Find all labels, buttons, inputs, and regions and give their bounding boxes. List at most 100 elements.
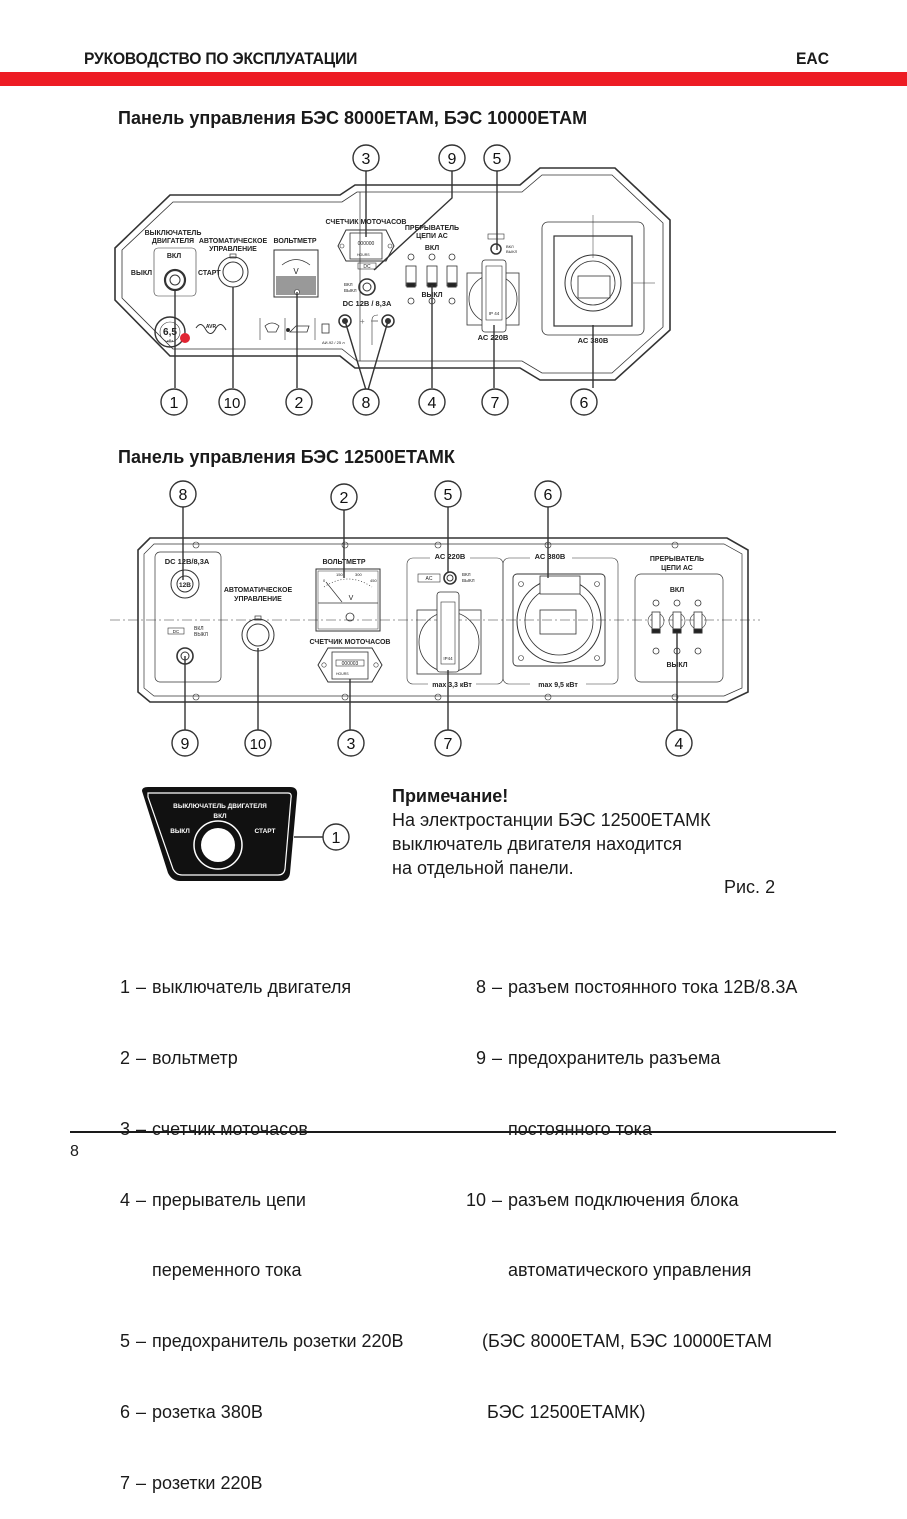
oil-level-icon xyxy=(286,325,310,333)
legend-item-continuation: переменного тока xyxy=(152,1260,302,1281)
svg-text:ВКЛ: ВКЛ xyxy=(194,626,204,632)
overload-protection-icon xyxy=(264,322,280,333)
svg-text:7: 7 xyxy=(444,736,453,753)
legend-item: 7–розетки 220В xyxy=(119,1472,263,1493)
legend-item-continuation: постоянного тока xyxy=(508,1118,652,1139)
legend-item: 4–прерыватель цепи xyxy=(119,1189,306,1210)
svg-text:000003: 000003 xyxy=(342,661,359,667)
legend-item-continuation: автоматического управления xyxy=(508,1260,752,1281)
svg-text:AVR: AVR xyxy=(206,324,217,330)
svg-text:9: 9 xyxy=(181,736,190,753)
svg-text:ВОЛЬТМЕТР: ВОЛЬТМЕТР xyxy=(273,238,316,245)
svg-text:СТАРТ: СТАРТ xyxy=(254,828,275,835)
legend-item: 3–счетчик моточасов xyxy=(119,1118,308,1139)
svg-text:ВЫКЛ: ВЫКЛ xyxy=(131,270,152,277)
panel1-outline xyxy=(114,167,671,381)
svg-text:150: 150 xyxy=(336,572,343,577)
svg-text:ВЫКЛ: ВЫКЛ xyxy=(344,288,357,293)
note-heading: Примечание! xyxy=(392,786,509,806)
panel1-hour-meter: СЧЕТЧИК МОТОЧАСОВ 000000 HOURS xyxy=(326,219,406,262)
svg-text:+: + xyxy=(360,317,365,326)
callout-1: 1 xyxy=(332,830,341,847)
panel1-diagram: 3 9 5 ВЫКЛЮЧАТЕЛЬ ДВИГАТЕЛЯ ВКЛ ВЫКЛ СТА… xyxy=(114,144,671,416)
svg-text:ВЫКЛ: ВЫКЛ xyxy=(170,828,190,835)
document-header-title: РУКОВОДСТВО ПО ЭКСПЛУАТАЦИИ xyxy=(84,49,358,68)
svg-text:АС 380В: АС 380В xyxy=(535,552,566,561)
svg-text:7: 7 xyxy=(491,395,500,412)
panel2-outline xyxy=(137,537,749,703)
svg-text:3: 3 xyxy=(362,151,371,168)
callout-3: 3 xyxy=(337,679,365,757)
svg-text:max 3,3 кВт: max 3,3 кВт xyxy=(432,682,472,689)
svg-text:СЧЕТЧИК МОТОЧАСОВ: СЧЕТЧИК МОТОЧАСОВ xyxy=(310,639,391,646)
panel1-ac380-socket: АС 380В xyxy=(541,215,655,345)
svg-text:АВТОМАТИЧЕСКОЕ: АВТОМАТИЧЕСКОЕ xyxy=(224,587,293,594)
panel1-dc-fuse: DC ВКЛ ВЫКЛ xyxy=(344,262,377,296)
svg-text:АС 220В: АС 220В xyxy=(435,552,466,561)
callout-9: 9 xyxy=(171,656,199,757)
svg-text:ВЫКЛЮЧАТЕЛЬ: ВЫКЛЮЧАТЕЛЬ xyxy=(145,230,202,237)
svg-text:ВЫКЛ: ВЫКЛ xyxy=(194,632,208,638)
svg-text:ЦЕПИ АС: ЦЕПИ АС xyxy=(661,565,693,572)
panel1-engine-switch: ВЫКЛЮЧАТЕЛЬ ДВИГАТЕЛЯ ВКЛ ВЫКЛ СТАРТ xyxy=(131,230,221,297)
panel2-ac220-box: АС 220В AC ВКЛ ВЫКЛ IP44 max 3,3 кВт xyxy=(406,552,504,689)
svg-text:6,5: 6,5 xyxy=(163,327,177,338)
legend-left: 1–выключатель двигателя 2–вольтметр 3–сч… xyxy=(118,929,404,1519)
svg-text:АИ-92 / 25 л: АИ-92 / 25 л xyxy=(322,340,345,345)
svg-text:max 9,5 кВт: max 9,5 кВт xyxy=(538,682,578,689)
legend-right: 8–разъем постоянного тока 12В/8.3А 9–пре… xyxy=(462,929,797,1448)
svg-text:DC 12В / 8,3А: DC 12В / 8,3А xyxy=(343,299,392,308)
panel2-diagram: DC 12В/8,3А 12В DC ВКЛ ВЫКЛ АВТОМАТИЧЕСК… xyxy=(110,480,760,757)
svg-text:9: 9 xyxy=(448,151,457,168)
svg-text:ЦЕПИ АС: ЦЕПИ АС xyxy=(416,233,448,240)
eac-mark: EAC xyxy=(796,49,830,68)
svg-text:ВКЛ: ВКЛ xyxy=(670,587,684,594)
engine-switch-panel: ВЫКЛЮЧАТЕЛЬ ДВИГАТЕЛЯ ВКЛ ВЫКЛ СТАРТ 1 xyxy=(142,787,350,881)
panel2-dc-fuse: DC ВКЛ ВЫКЛ xyxy=(167,626,208,665)
svg-text:0: 0 xyxy=(323,578,326,583)
legend-item: 10–разъем подключения блока xyxy=(465,1189,739,1210)
svg-text:ДВИГАТЕЛЯ: ДВИГАТЕЛЯ xyxy=(152,238,194,245)
legend-item: 5–предохранитель розетки 220В xyxy=(119,1331,404,1352)
svg-text:ВКЛ: ВКЛ xyxy=(344,282,353,287)
svg-text:DC 12В/8,3А: DC 12В/8,3А xyxy=(165,557,210,566)
svg-text:V: V xyxy=(349,595,354,602)
svg-text:DC: DC xyxy=(173,629,180,634)
svg-text:6: 6 xyxy=(580,395,589,412)
svg-text:ВЫКЛЮЧАТЕЛЬ ДВИГАТЕЛЯ: ВЫКЛЮЧАТЕЛЬ ДВИГАТЕЛЯ xyxy=(173,803,267,810)
svg-text:ПРЕРЫВАТЕЛЬ: ПРЕРЫВАТЕЛЬ xyxy=(405,225,459,232)
panel2-hour-meter: СЧЕТЧИК МОТОЧАСОВ 000003 HOURS xyxy=(310,639,391,683)
panel1-ac220-fuse: ВКЛ ВЫКЛ xyxy=(487,233,518,255)
callout-8: 8 xyxy=(344,320,389,416)
legend-item: 9–предохранитель разъема xyxy=(475,1047,721,1068)
svg-text:DC: DC xyxy=(363,264,371,270)
legend-item: 2–вольтметр xyxy=(119,1047,238,1068)
svg-text:10: 10 xyxy=(224,395,241,412)
legend-item: 1–выключатель двигателя xyxy=(119,977,352,998)
svg-text:8: 8 xyxy=(362,395,371,412)
callout-7: 7 xyxy=(481,325,509,416)
svg-text:5: 5 xyxy=(444,487,453,504)
callout-10: 10 xyxy=(218,287,246,416)
callout-2: 2 xyxy=(330,483,358,578)
svg-text:HOURS: HOURS xyxy=(336,672,349,676)
svg-text:10: 10 xyxy=(250,736,267,753)
svg-text:ВКЛ: ВКЛ xyxy=(462,572,471,577)
figure-caption: Рис. 2 xyxy=(724,877,776,897)
svg-text:СТАРТ: СТАРТ xyxy=(198,270,221,277)
svg-text:ВЫКЛ: ВЫКЛ xyxy=(462,578,475,583)
svg-text:ВКЛ: ВКЛ xyxy=(213,813,227,820)
svg-text:ВЫКЛ: ВЫКЛ xyxy=(506,249,518,254)
callout-4: 4 xyxy=(665,633,693,757)
svg-text:AC: AC xyxy=(426,576,433,582)
panel2-title: Панель управления БЭС 12500ЕТАМК xyxy=(118,447,455,467)
panel2-ac-breaker: ПРЕРЫВАТЕЛЬ ЦЕПИ АС ВКЛ ВЫКЛ xyxy=(634,556,724,683)
callout-10: 10 xyxy=(244,648,272,757)
legend-item: 8–разъем постоянного тока 12В/8.3А xyxy=(475,977,798,998)
footer-rule xyxy=(70,1131,836,1133)
svg-text:000000: 000000 xyxy=(358,241,375,247)
panel1-auto-control-connector: АВТОМАТИЧЕСКОЕ УПРАВЛЕНИЕ xyxy=(199,238,267,288)
svg-text:3: 3 xyxy=(347,736,356,753)
svg-text:4: 4 xyxy=(428,395,437,412)
svg-text:кВт: кВт xyxy=(167,338,173,343)
